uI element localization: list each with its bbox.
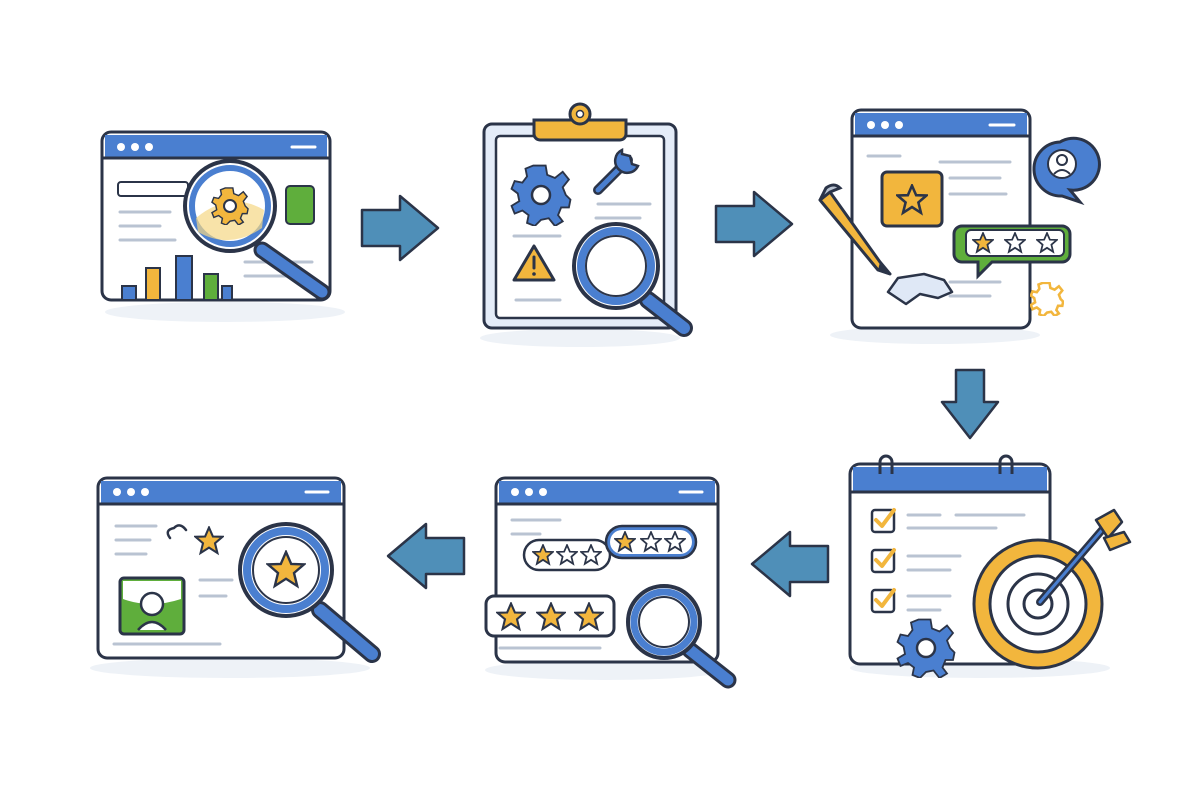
- wrench-icon: [593, 148, 640, 195]
- connector-arrow-right-2: [714, 190, 794, 258]
- step-1-shadow: [105, 302, 345, 322]
- rating-stars-icon: [484, 594, 616, 638]
- rating-stars-icon: [604, 524, 698, 560]
- connector-arrow-right-1: [360, 194, 440, 262]
- step-1-titlebar: [105, 135, 327, 157]
- profile-image-icon: [118, 576, 186, 636]
- gear-icon: [1030, 282, 1064, 316]
- step-2-clip: [532, 118, 628, 142]
- step-1-window-dots: [117, 143, 153, 151]
- step-5-browser-ratings: [484, 476, 737, 689]
- checkbox-icon: [870, 508, 896, 614]
- magnifier-icon: [572, 222, 693, 337]
- connector-arrow-left-1: [750, 530, 830, 598]
- step-3-hand: [886, 272, 954, 306]
- step-6-browser-profile: [90, 476, 381, 678]
- magnifier-icon: [238, 522, 381, 663]
- magnifier-icon: [183, 159, 331, 301]
- bar-chart-icon: [121, 255, 233, 301]
- step-2-clipboard-audit: [480, 102, 693, 347]
- user-bubble-icon: [1032, 136, 1101, 206]
- step-4-calendar-target: [848, 454, 1132, 678]
- step-1-browser-analytics: [100, 130, 345, 322]
- warning-icon: [512, 244, 556, 282]
- rating-bubble-icon: [952, 224, 1072, 280]
- step-4-rings: [878, 454, 1014, 474]
- step-1-search-bar: [117, 181, 189, 197]
- connector-arrow-left-2: [386, 522, 466, 590]
- rating-stars-icon: [522, 538, 612, 572]
- connector-arrow-down: [940, 368, 1000, 440]
- step-3-document-review: [818, 108, 1101, 344]
- pencil-icon: [818, 183, 892, 276]
- magnifier-icon: [626, 584, 737, 689]
- arrow-icon: [1036, 508, 1132, 606]
